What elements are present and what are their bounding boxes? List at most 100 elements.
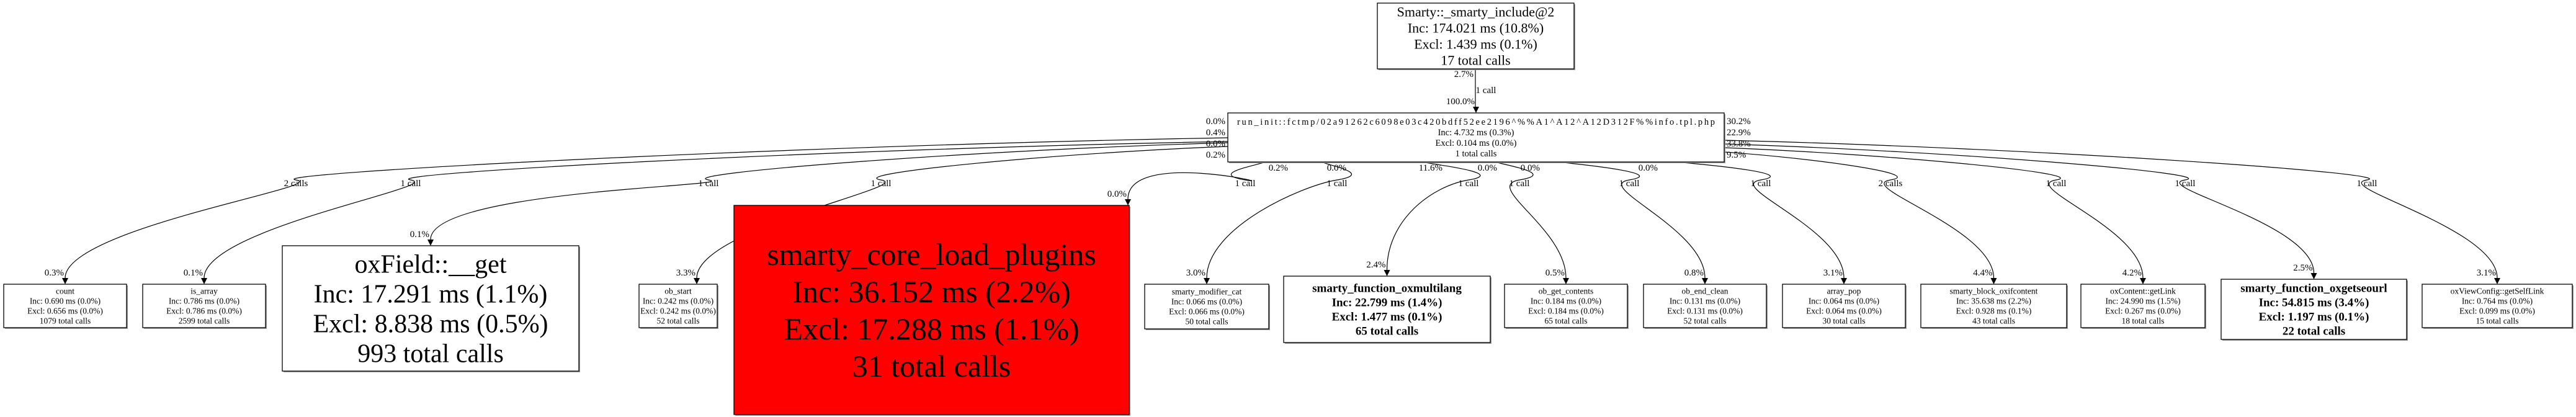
node-box — [1227, 112, 1725, 163]
node-calls: 31 total calls — [852, 349, 1011, 383]
node-excl: Excl: 0.267 ms (0.0%) — [2105, 307, 2181, 316]
edge-head-percent: 0.0% — [1107, 189, 1127, 199]
node-excl: Excl: 0.786 ms (0.0%) — [166, 307, 242, 316]
edge-head-percent: 4.4% — [1973, 268, 1992, 278]
edge-head-percent: 0.1% — [410, 230, 429, 240]
node-excl: Excl: 0.099 ms (0.0%) — [2459, 307, 2535, 316]
call-edge — [1724, 147, 2144, 279]
node-name: smarty_function_oxmultilang — [1312, 282, 1462, 295]
node-excl: Excl: 0.656 ms (0.0%) — [27, 307, 103, 316]
node-name: oxViewConfig::getSelfLink — [2451, 287, 2544, 296]
arrowhead-icon — [427, 240, 434, 246]
node-inc: Inc: 0.066 ms (0.0%) — [1171, 297, 1242, 307]
edge-call-count: 1 call — [1235, 179, 1256, 189]
edge-tail-percent: 2.7% — [1454, 70, 1474, 79]
edge-tail-percent: 0.0% — [1478, 163, 1497, 173]
edge-tail-percent: 0.2% — [1269, 163, 1288, 173]
node-name: ob_get_contents — [1539, 287, 1593, 296]
node-calls: 52 total calls — [1684, 316, 1727, 326]
edge-head-percent: 3.1% — [2477, 268, 2496, 278]
edge-tail-percent: 0.0% — [1206, 117, 1225, 127]
node-excl: Excl: 0.104 ms (0.0%) — [1436, 138, 1517, 148]
edge-call-count: 1 call — [871, 179, 892, 189]
edge-call-count: 1 call — [401, 179, 421, 189]
node-box — [1643, 284, 1767, 328]
node-inc: Inc: 35.638 ms (2.2%) — [1956, 297, 2031, 306]
call-edge — [203, 141, 1228, 279]
node-excl: Excl: 17.288 ms (1.1%) — [784, 312, 1079, 346]
call-edge — [1495, 161, 1567, 279]
node-inc: Inc: 0.242 ms (0.0%) — [643, 297, 713, 306]
edge-head-percent: 3.3% — [676, 268, 695, 278]
arrowhead-icon — [2310, 273, 2317, 279]
call-edge — [1386, 161, 1481, 271]
arrowhead-icon — [2140, 278, 2146, 284]
node-box — [1283, 276, 1491, 343]
node-inc: Inc: 17.291 ms (1.1%) — [314, 280, 548, 309]
arrowhead-icon — [694, 278, 700, 284]
edge-head-percent: 2.5% — [2293, 263, 2312, 273]
call-edge — [1724, 151, 1995, 279]
node-inc: Inc: 4.732 ms (0.3%) — [1438, 128, 1514, 138]
node-calls: 65 total calls — [1545, 316, 1588, 326]
node-inc: Inc: 0.184 ms (0.0%) — [1531, 297, 1601, 306]
node-inc: Inc: 0.131 ms (0.0%) — [1670, 297, 1740, 306]
call-edge — [1127, 161, 1266, 200]
node-box — [2080, 284, 2206, 328]
node-name: smarty_block_oxifcontent — [1950, 287, 2038, 296]
node-box — [733, 205, 1130, 415]
arrowhead-icon — [1473, 107, 1479, 113]
call-edge — [1724, 143, 2315, 274]
arrowhead-icon — [201, 278, 207, 284]
node-box — [142, 284, 266, 328]
edge-head-percent: 2.4% — [1366, 260, 1385, 270]
node-excl: Excl: 0.184 ms (0.0%) — [1528, 307, 1604, 316]
node-run-init[interactable]: run_init::fctmp/02a91262c6098e03c420bdff… — [1227, 112, 1725, 163]
node-excl: Excl: 1.439 ms (0.1%) — [1414, 37, 1537, 52]
edge-head-percent: 3.0% — [1186, 268, 1205, 278]
arrowhead-icon — [1563, 278, 1569, 284]
node-calls: 17 total calls — [1441, 53, 1510, 68]
node-calls: 18 total calls — [2122, 316, 2165, 326]
node-inc: Inc: 0.786 ms (0.0%) — [169, 297, 239, 306]
edge-head-percent: 0.1% — [184, 268, 203, 278]
node-calls: 50 total calls — [1186, 317, 1228, 326]
node-calls: 52 total calls — [657, 316, 700, 326]
node-box — [282, 245, 579, 372]
edge-head-percent: 3.1% — [1823, 268, 1843, 278]
node-box — [2422, 284, 2573, 328]
edge-call-count: 1 call — [2046, 179, 2067, 189]
node-inc: Inc: 24.990 ms (1.5%) — [2105, 297, 2180, 306]
edge-call-count: 1 call — [1619, 179, 1640, 189]
edge-tail-percent: 0.2% — [1206, 150, 1225, 160]
arrowhead-icon — [1841, 278, 1847, 284]
node-inc: Inc: 0.064 ms (0.0%) — [1809, 297, 1879, 306]
call-edge — [1724, 140, 2498, 279]
call-edge — [1206, 161, 1352, 279]
edge-tail-percent: 0.4% — [1206, 128, 1225, 138]
edge-call-count: 1 call — [1327, 179, 1348, 189]
node-excl: Excl: 0.131 ms (0.0%) — [1667, 307, 1743, 316]
node-box — [1782, 284, 1906, 328]
node-box — [3, 284, 127, 328]
node-calls: 1079 total calls — [40, 316, 91, 326]
node-calls: 43 total calls — [1972, 316, 2015, 326]
edge-tail-percent: 0.0% — [1327, 163, 1346, 173]
node-calls: 15 total calls — [2476, 316, 2519, 326]
